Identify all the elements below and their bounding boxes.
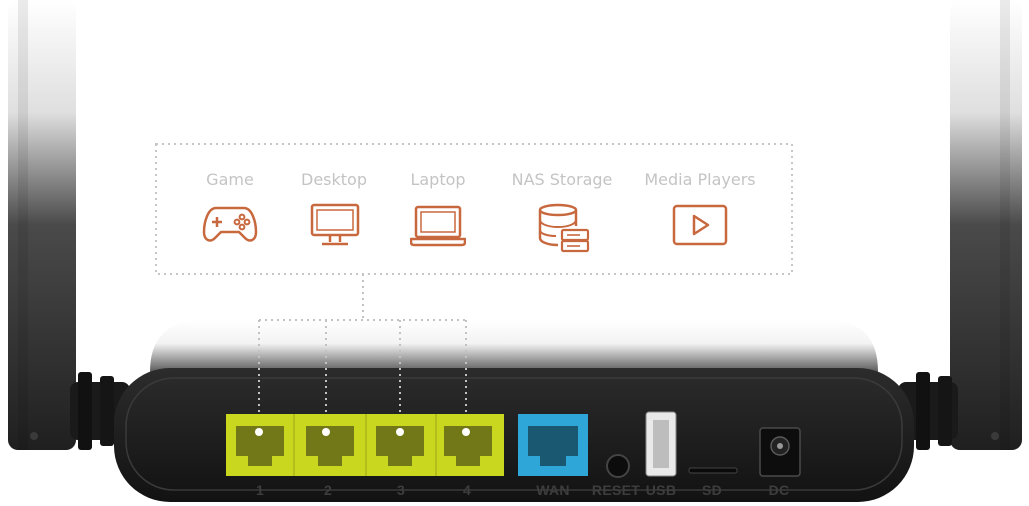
port-label-dc: DC bbox=[768, 482, 790, 498]
lan-ports bbox=[226, 414, 504, 476]
connection-lines bbox=[258, 274, 467, 432]
usb-port bbox=[645, 411, 677, 477]
reset-hole bbox=[606, 454, 630, 478]
device-label-desktop: Desktop bbox=[301, 170, 367, 189]
gamepad-icon bbox=[202, 206, 258, 242]
right-antenna bbox=[898, 0, 1022, 450]
port-label-reset: RESET bbox=[591, 482, 641, 498]
port-label-sd: SD bbox=[701, 482, 723, 498]
port-label-lan-4: 4 bbox=[462, 482, 472, 498]
port-label-lan-3: 3 bbox=[396, 482, 406, 498]
device-box-frame bbox=[155, 143, 793, 275]
desktop-monitor-icon bbox=[310, 203, 360, 246]
lan-port-1 bbox=[226, 414, 294, 476]
database-storage-icon bbox=[538, 203, 590, 253]
laptop-icon bbox=[410, 205, 466, 247]
dc-jack bbox=[759, 427, 801, 477]
sd-slot bbox=[688, 467, 738, 474]
device-label-nas-storage: NAS Storage bbox=[511, 170, 613, 189]
port-label-wan: WAN bbox=[536, 482, 570, 498]
play-button-icon bbox=[672, 204, 728, 246]
left-antenna bbox=[8, 0, 130, 450]
lan-port-4 bbox=[436, 414, 504, 476]
port-label-lan-2: 2 bbox=[323, 482, 333, 498]
lan-port-2 bbox=[294, 414, 366, 476]
lan-port-3 bbox=[366, 414, 436, 476]
device-label-media-players: Media Players bbox=[644, 170, 756, 189]
device-label-game: Game bbox=[206, 170, 254, 189]
wan-port bbox=[518, 414, 588, 476]
device-label-laptop: Laptop bbox=[410, 170, 466, 189]
router-top-shell bbox=[150, 320, 878, 372]
port-label-lan-1: 1 bbox=[255, 482, 265, 498]
port-label-usb: USB bbox=[645, 482, 677, 498]
